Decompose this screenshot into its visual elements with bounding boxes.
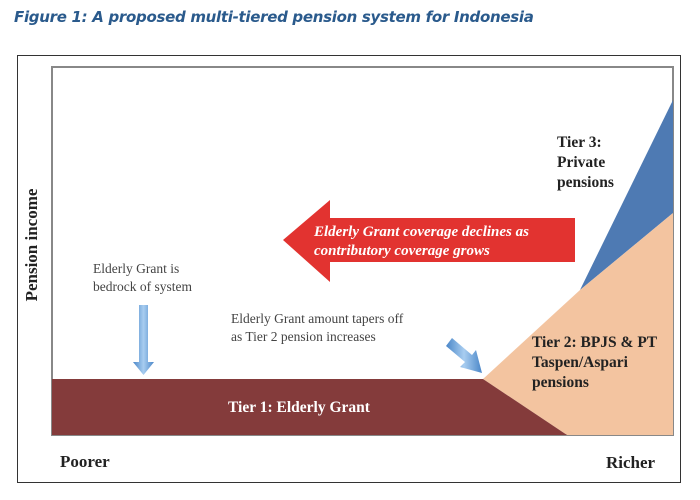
note-line: Elderly Grant amount tapers off xyxy=(231,311,404,326)
tier2-area xyxy=(483,213,673,435)
tier3-line: Private xyxy=(557,154,606,171)
note-line: Elderly Grant is xyxy=(93,261,180,276)
coverage-arrow xyxy=(283,200,575,282)
tier2-label: Tier 2: BPJS & PT Taspen/Aspari pensions xyxy=(532,333,657,393)
y-axis-label: Pension income xyxy=(22,188,41,302)
tier3-line: pensions xyxy=(557,174,614,191)
arrow-text-line: Elderly Grant coverage declines as xyxy=(314,224,529,240)
tier1-label: Tier 1: Elderly Grant xyxy=(228,399,370,416)
down-arrow-icon xyxy=(133,305,154,375)
arrow-text-line: contributory coverage grows xyxy=(314,243,490,259)
tier1-area xyxy=(52,379,567,435)
arrow-text: Elderly Grant coverage declines as contr… xyxy=(314,223,529,261)
bedrock-note: Elderly Grant is bedrock of system xyxy=(93,260,192,296)
tier2-line: Taspen/Aspari xyxy=(532,354,628,371)
x-axis-right-label: Richer xyxy=(606,453,656,472)
note-line: bedrock of system xyxy=(93,279,192,294)
figure-frame xyxy=(17,55,681,483)
note-line: as Tier 2 pension increases xyxy=(231,329,376,344)
taper-note: Elderly Grant amount tapers off as Tier … xyxy=(231,310,403,346)
diagonal-arrow-icon xyxy=(446,338,482,373)
tier3-area xyxy=(580,100,673,290)
x-axis-left-label: Poorer xyxy=(60,452,110,471)
tier3-label: Tier 3: Private pensions xyxy=(557,133,614,193)
tier3-line: Tier 3: xyxy=(557,134,602,151)
figure-title: Figure 1: A proposed multi-tiered pensio… xyxy=(14,8,534,26)
tier2-line: Tier 2: BPJS & PT xyxy=(532,334,658,351)
tier2-line: pensions xyxy=(532,374,589,391)
